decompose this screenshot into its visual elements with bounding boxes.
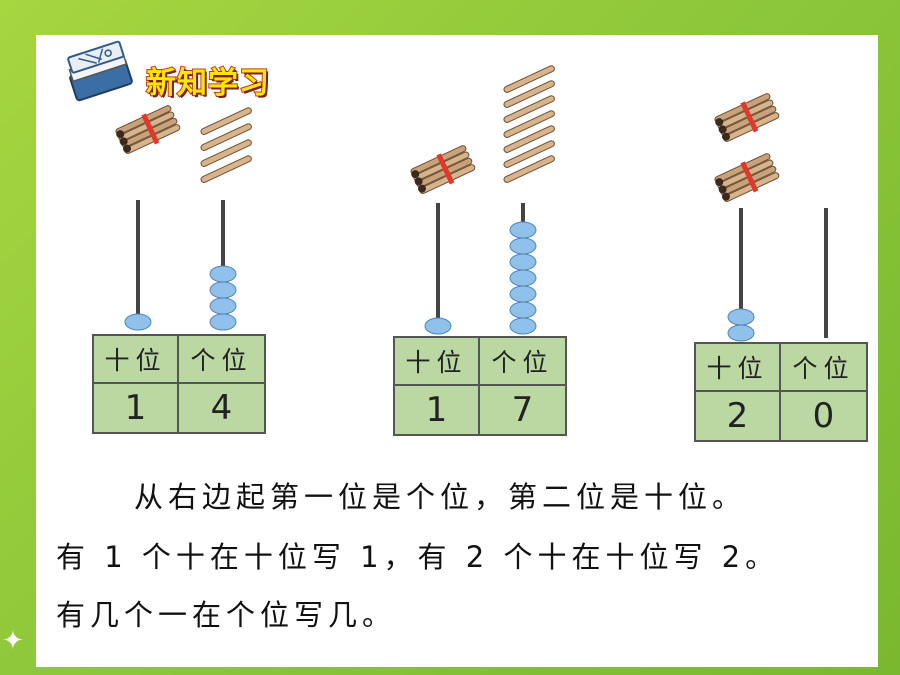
ones-bead: [509, 253, 537, 271]
explanation-line-3: 有几个一在个位写几。: [56, 598, 397, 632]
tens-digit: 1: [395, 386, 480, 434]
bundle-of-ten-icon: [410, 145, 476, 194]
sparkle-icon: ✦: [2, 626, 24, 656]
ones-bead: [509, 221, 537, 239]
tens-rod: [436, 203, 440, 331]
bundle-of-ten-icon: [714, 153, 780, 202]
section-title: 新知学习: [145, 65, 270, 102]
single-sticks-icon: [503, 65, 555, 183]
abacus-panel-1: [115, 105, 252, 331]
tens-header: 十位: [395, 338, 480, 386]
bundle-of-ten-icon: [115, 105, 181, 154]
book-icon: [67, 40, 133, 102]
tens-rod: [739, 208, 743, 338]
ones-bead: [209, 297, 237, 315]
ones-digit: 4: [210, 388, 233, 428]
tens-digit: 1: [94, 384, 179, 432]
ones-bead: [509, 317, 537, 335]
place-value-table-3: 十位 个位 2 0: [694, 342, 868, 442]
abacus-panel-2: [410, 65, 555, 335]
ones-bead: [209, 265, 237, 283]
ones-bead: [209, 281, 237, 299]
explanation-line-2: 有 1 个十在十位写 1，有 2 个十在十位写 2。: [56, 540, 780, 574]
ones-bead: [209, 313, 237, 331]
ones-bead: [509, 285, 537, 303]
tens-header: 十位: [94, 336, 179, 384]
ones-bead: [509, 269, 537, 287]
ones-header: 个位: [781, 344, 866, 392]
tens-header: 十位: [696, 344, 781, 392]
explanation-line-1: 从右边起第一位是个位，第二位是十位。: [134, 480, 747, 514]
ones-bead: [509, 301, 537, 319]
tens-bead: [124, 313, 152, 331]
place-value-table-2: 十位 个位 1 7: [393, 336, 567, 436]
bundle-of-ten-icon: [714, 93, 780, 142]
tens-bead: [727, 324, 755, 342]
tens-bead: [727, 308, 755, 326]
place-value-table-1: 十位 个位 1 4: [92, 334, 266, 434]
ones-header: 个位: [179, 336, 264, 384]
ones-header: 个位: [480, 338, 565, 386]
tens-digit: 2: [696, 392, 781, 440]
ones-rod: [824, 208, 828, 338]
tens-bead: [424, 317, 452, 335]
single-sticks-icon: [200, 107, 252, 183]
ones-rod: [221, 200, 225, 330]
ones-bead: [509, 237, 537, 255]
tens-rod: [136, 200, 140, 330]
abacus-panel-3: [714, 93, 828, 342]
ones-digit: 0: [812, 396, 835, 436]
ones-digit: 7: [511, 390, 534, 430]
